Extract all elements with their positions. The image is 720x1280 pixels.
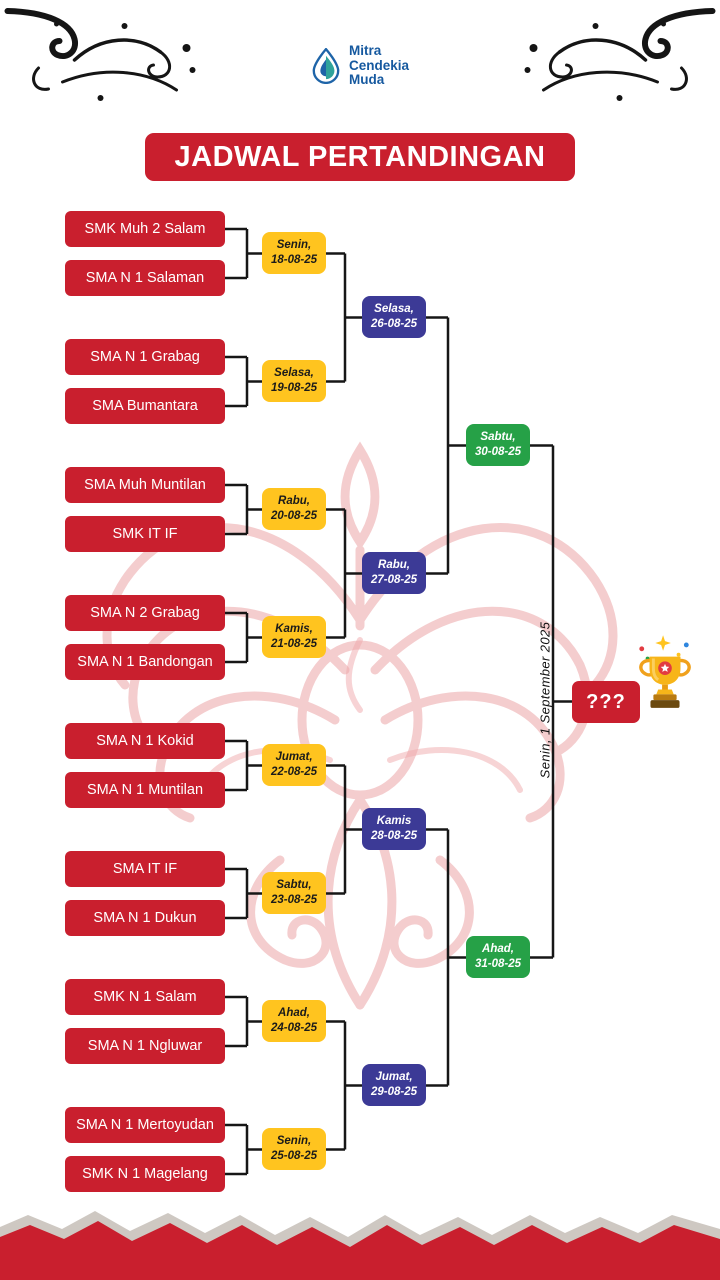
torn-paper-edge — [0, 1211, 720, 1280]
round1-match-schedule: Jumat, 22-08-25 — [262, 744, 326, 786]
match-date: 27-08-25 — [370, 574, 418, 586]
semifinal-schedule: Sabtu, 30-08-25 — [466, 424, 530, 466]
match-date: 30-08-25 — [474, 446, 522, 458]
round1-match-schedule: Rabu, 20-08-25 — [262, 488, 326, 530]
team-box: SMK Muh 2 Salam — [65, 211, 225, 247]
match-day: Sabtu, — [480, 431, 516, 443]
quarterfinal-schedule: Rabu, 27-08-25 — [362, 552, 426, 594]
team-box: SMA N 1 Muntilan — [65, 772, 225, 808]
team-box: SMA Bumantara — [65, 388, 225, 424]
match-day: Selasa, — [274, 367, 314, 379]
match-day: Sabtu, — [276, 879, 312, 891]
water-drop-logo-icon — [312, 47, 340, 84]
round1-match-schedule: Sabtu, 23-08-25 — [262, 872, 326, 914]
round1-match-schedule: Senin, 25-08-25 — [262, 1128, 326, 1170]
match-date: 18-08-25 — [270, 254, 318, 266]
match-day: Rabu, — [278, 495, 310, 507]
brand-logo-text: Mitra Cendekia Muda — [348, 43, 410, 88]
round1-match-schedule: Kamis, 21-08-25 — [262, 616, 326, 658]
match-date: 28-08-25 — [370, 830, 418, 842]
match-date: 20-08-25 — [270, 510, 318, 522]
match-date: 26-08-25 — [370, 318, 418, 330]
team-box: SMA N 1 Grabag — [65, 339, 225, 375]
match-date: 19-08-25 — [270, 382, 318, 394]
team-box: SMA N 1 Salaman — [65, 260, 225, 296]
schedule-title: JADWAL PERTANDINGAN — [145, 133, 575, 181]
match-day: Selasa, — [374, 303, 414, 315]
final-date-label: Senin, 1 September 2025 — [537, 621, 553, 779]
quarterfinal-schedule: Kamis 28-08-25 — [362, 808, 426, 850]
semifinal-schedule: Ahad, 31-08-25 — [466, 936, 530, 978]
round1-match-schedule: Senin, 18-08-25 — [262, 232, 326, 274]
ornament-flourish-right-icon — [524, 8, 716, 101]
round1-match-schedule: Ahad, 24-08-25 — [262, 1000, 326, 1042]
match-day: Ahad, — [278, 1007, 310, 1019]
team-box: SMA N 1 Mertoyudan — [65, 1107, 225, 1143]
team-box: SMA N 1 Dukun — [65, 900, 225, 936]
match-day: Kamis, — [275, 623, 313, 635]
champion-trophy-icon — [639, 635, 691, 708]
match-day: Senin, — [276, 1135, 312, 1147]
quarterfinal-schedule: Jumat, 29-08-25 — [362, 1064, 426, 1106]
quarterfinal-schedule: Selasa, 26-08-25 — [362, 296, 426, 338]
match-date: 31-08-25 — [474, 958, 522, 970]
team-box: SMK N 1 Salam — [65, 979, 225, 1015]
team-box: SMA IT IF — [65, 851, 225, 887]
team-box: SMA N 1 Bandongan — [65, 644, 225, 680]
match-day: Ahad, — [482, 943, 514, 955]
team-box: SMK IT IF — [65, 516, 225, 552]
team-box: SMA N 1 Kokid — [65, 723, 225, 759]
champion-placeholder-box: ??? — [572, 681, 640, 723]
ornament-flourish-left-icon — [4, 8, 196, 101]
logo-line: Cendekia — [348, 57, 410, 73]
match-day: Jumat, — [275, 751, 313, 763]
match-day: Senin, — [276, 239, 312, 251]
logo-line: Mitra — [348, 43, 382, 58]
match-date: 24-08-25 — [270, 1022, 318, 1034]
match-date: 23-08-25 — [270, 894, 318, 906]
round1-match-schedule: Selasa, 19-08-25 — [262, 360, 326, 402]
team-box: SMA N 2 Grabag — [65, 595, 225, 631]
team-box: SMA Muh Muntilan — [65, 467, 225, 503]
match-day: Jumat, — [375, 1071, 413, 1083]
logo-line: Muda — [348, 72, 385, 87]
brand-logo: Mitra Cendekia Muda — [311, 43, 410, 88]
match-date: 21-08-25 — [270, 638, 318, 650]
match-date: 29-08-25 — [370, 1086, 418, 1098]
match-date: 25-08-25 — [270, 1150, 318, 1162]
match-day: Rabu, — [378, 559, 410, 571]
match-date: 22-08-25 — [270, 766, 318, 778]
match-day: Kamis — [376, 815, 412, 827]
team-box: SMA N 1 Ngluwar — [65, 1028, 225, 1064]
team-box: SMK N 1 Magelang — [65, 1156, 225, 1192]
